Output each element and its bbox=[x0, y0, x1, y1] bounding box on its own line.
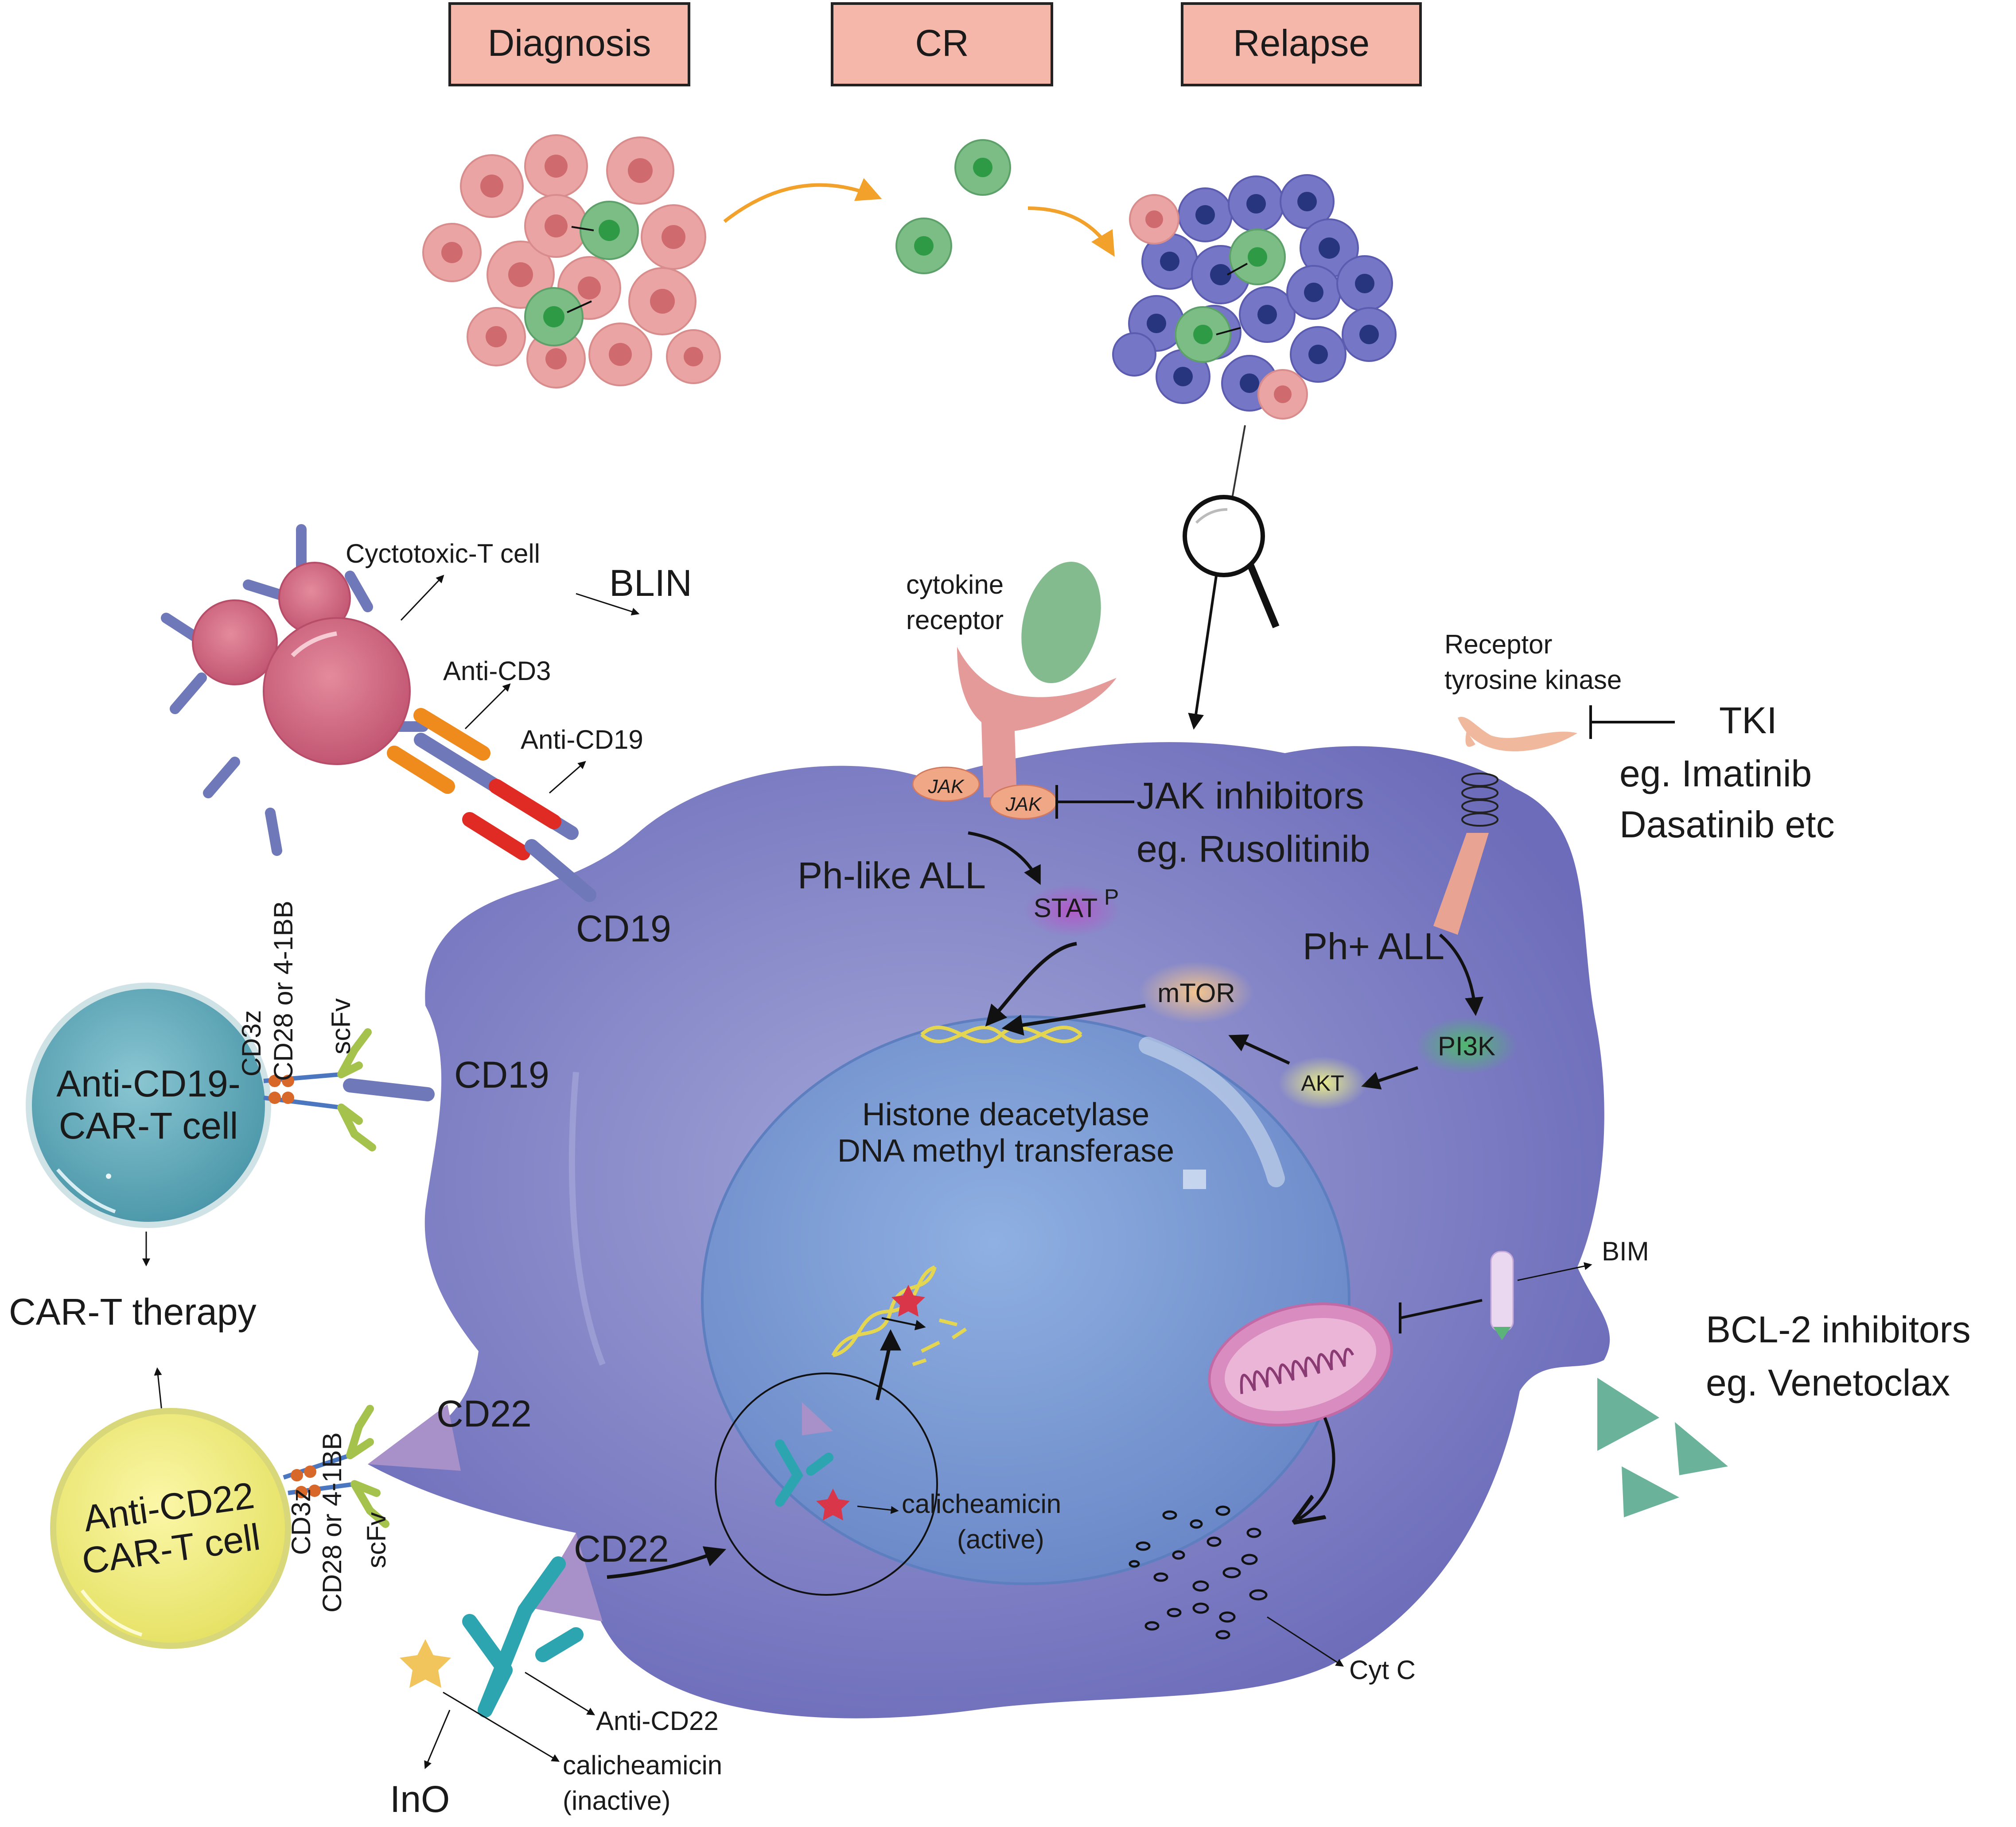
cyt-c-label: Cyt C bbox=[1349, 1655, 1416, 1685]
car22-receptor bbox=[283, 1405, 389, 1528]
pi3k-label: PI3K bbox=[1438, 1031, 1495, 1061]
cytochrome-c-particles bbox=[1129, 1505, 1268, 1640]
stat-p-label: P bbox=[1104, 885, 1119, 910]
car22-cd28-label: CD28 or 4-1BB bbox=[317, 1432, 347, 1613]
cr-label: CR bbox=[915, 22, 969, 64]
bim-label: BIM bbox=[1602, 1236, 1649, 1266]
car22-scfv-label: scFv bbox=[362, 1512, 391, 1568]
bcl2-example-label: eg. Venetoclax bbox=[1706, 1362, 1950, 1403]
diagnosis-box bbox=[448, 2, 690, 86]
blin-label: BLIN bbox=[609, 562, 692, 604]
cytokine-label: cytokine bbox=[906, 570, 1004, 599]
jak2-label: JAK bbox=[1005, 793, 1042, 815]
ino-label: InO bbox=[390, 1778, 450, 1820]
rtk-label-1: Receptor bbox=[1444, 630, 1552, 659]
cd22-protrusion bbox=[532, 1533, 603, 1621]
receptor-tyrosine-kinase bbox=[1433, 717, 1577, 935]
jak1-label: JAK bbox=[928, 776, 965, 797]
bim-protein bbox=[1490, 1251, 1514, 1340]
cytotoxic-t-label: Cyctotoxic-T cell bbox=[346, 539, 540, 568]
bcl2-inhibitors-label: BCL-2 inhibitors bbox=[1706, 1309, 1971, 1350]
car19-label-1: Anti-CD19- bbox=[56, 1063, 240, 1104]
magnifier-icon bbox=[1183, 425, 1280, 730]
hdac-label: Histone deacetylase bbox=[862, 1097, 1149, 1132]
relapse-cell-cluster bbox=[1112, 174, 1397, 420]
bcl2-inhibitor-molecules bbox=[1597, 1378, 1728, 1517]
stat-node bbox=[1024, 884, 1121, 937]
relapse-label: Relapse bbox=[1233, 22, 1370, 64]
diagnosis-cell-cluster bbox=[422, 134, 721, 389]
calicheamicin-active-state: (active) bbox=[957, 1524, 1044, 1554]
car19-scfv-label: scFv bbox=[326, 998, 356, 1054]
car22-cd3z-label: CD3z bbox=[286, 1489, 316, 1555]
jak-example-label: eg. Rusolitinib bbox=[1136, 828, 1370, 870]
dnmt-label: DNA methyl transferase bbox=[837, 1133, 1174, 1169]
car19-cd28-label: CD28 or 4-1BB bbox=[269, 901, 298, 1081]
dna-helix-icon bbox=[920, 1026, 1082, 1043]
tki-example-2: Dasatinib etc bbox=[1619, 804, 1835, 845]
anti-cd3-label: Anti-CD3 bbox=[443, 656, 551, 686]
anti-cd19-car-t-cell[interactable] bbox=[26, 983, 271, 1228]
anti-cd22-car-t-cell[interactable] bbox=[50, 1408, 291, 1649]
diagnosis-label: Diagnosis bbox=[488, 22, 651, 64]
ph-plus-all-label: Ph+ ALL bbox=[1303, 925, 1444, 967]
cd22-label-top: CD22 bbox=[436, 1393, 532, 1434]
calicheamicin-inactive-label: calicheamicin bbox=[563, 1750, 722, 1780]
receptor-label: receptor bbox=[906, 605, 1004, 635]
stat-label: STAT bbox=[1034, 893, 1098, 923]
car19-label-2: CAR-T cell bbox=[59, 1105, 238, 1147]
pi3k-node bbox=[1416, 1017, 1518, 1074]
cr-cells bbox=[895, 139, 1011, 274]
blinatumomab-molecule bbox=[387, 708, 596, 902]
cd19-label-top: CD19 bbox=[576, 908, 671, 949]
cd22-label-bottom: CD22 bbox=[574, 1528, 669, 1570]
tki-label: TKI bbox=[1719, 700, 1777, 741]
stage-boxes: Diagnosis CR Relapse bbox=[448, 2, 1422, 86]
progression-arrow bbox=[1027, 206, 1115, 257]
akt-label: AKT bbox=[1301, 1071, 1344, 1096]
jak-inhibitors-label: JAK inhibitors bbox=[1136, 775, 1364, 816]
cd22-protrusion bbox=[368, 1404, 461, 1471]
mitochondrion bbox=[1208, 1302, 1393, 1427]
damaged-dna-icon bbox=[831, 1265, 967, 1366]
nucleus bbox=[701, 1015, 1350, 1585]
cr-box bbox=[831, 2, 1053, 86]
progression-arrow bbox=[723, 178, 882, 223]
akt-node bbox=[1278, 1057, 1367, 1110]
anti-cd19-label: Anti-CD19 bbox=[521, 725, 643, 754]
calicheamicin-inactive-state: (inactive) bbox=[563, 1786, 670, 1815]
cytotoxic-t-cell bbox=[161, 524, 428, 856]
rtk-label-2: tyrosine kinase bbox=[1444, 665, 1622, 695]
cytokine-receptor bbox=[912, 561, 1117, 820]
calicheamicin-active-label: calicheamicin bbox=[902, 1489, 1061, 1519]
mtor-node bbox=[1139, 961, 1254, 1023]
calicheamicin-star-icon bbox=[400, 1639, 451, 1688]
anti-cd22-label: Anti-CD22 bbox=[596, 1706, 719, 1736]
ph-like-all-label: Ph-like ALL bbox=[798, 855, 986, 896]
cd19-antigen bbox=[343, 1078, 435, 1101]
mtor-label: mTOR bbox=[1157, 978, 1235, 1008]
relapse-box bbox=[1181, 2, 1422, 86]
car19-receptor bbox=[263, 1028, 376, 1151]
endosome bbox=[715, 1372, 938, 1596]
tki-example-1: eg. Imatinib bbox=[1619, 753, 1812, 794]
car19-cd3z-label: CD3z bbox=[237, 1010, 266, 1077]
car-t-therapy-label: CAR-T therapy bbox=[9, 1291, 257, 1333]
anti-cd22-antibody bbox=[462, 1556, 584, 1718]
cd19-label-mid: CD19 bbox=[454, 1054, 549, 1096]
